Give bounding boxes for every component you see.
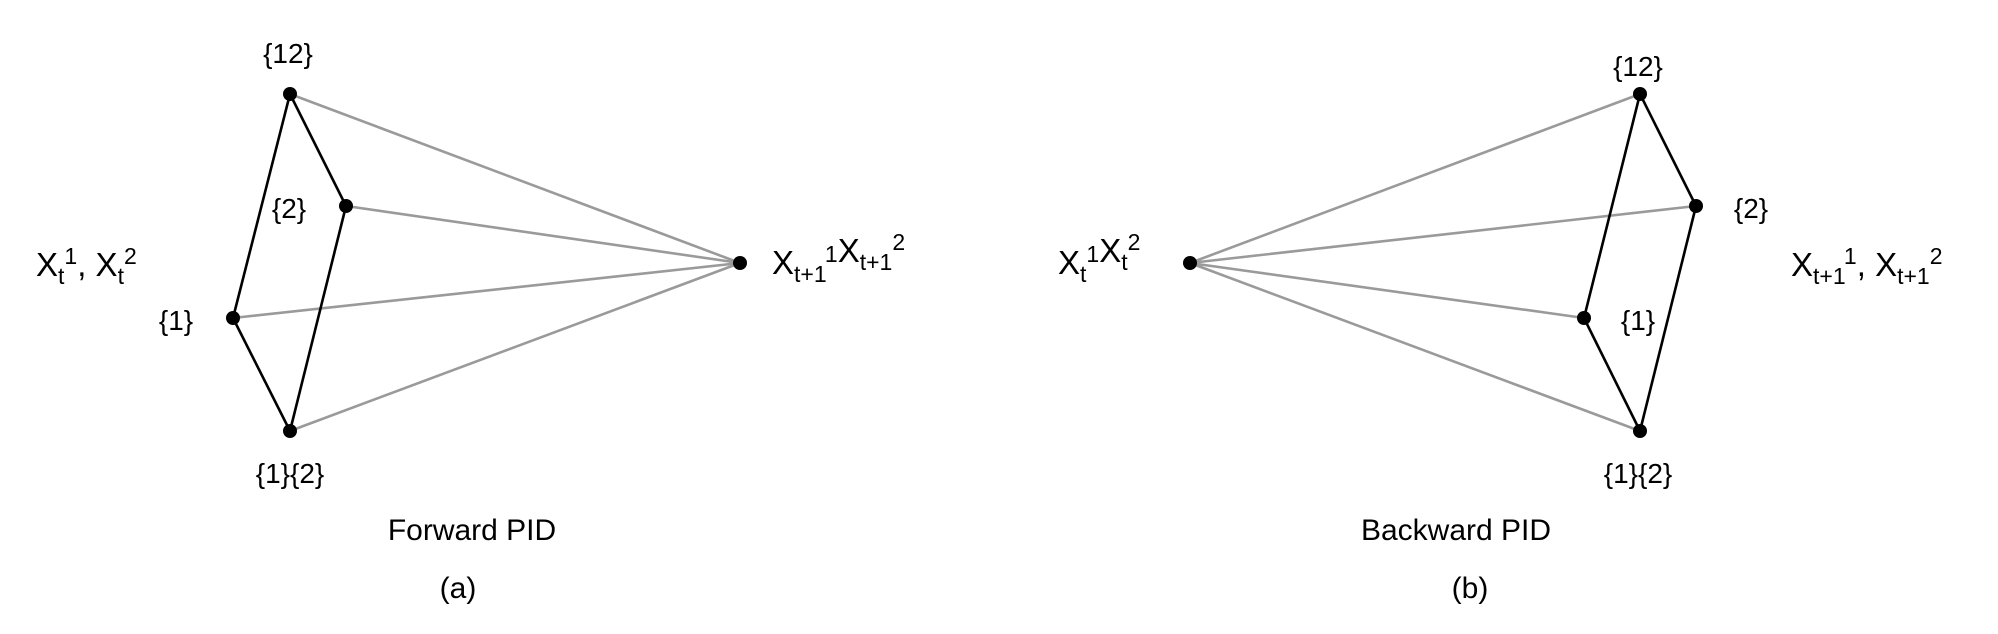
source-variables-label: Xt1Xt2 (1058, 229, 1140, 287)
node-label-1: {1} (159, 305, 193, 336)
lattice-edge-12-2 (1638, 93, 1698, 207)
lattice-node-12 (283, 87, 297, 101)
node-label-1-2: {1}{2} (1604, 458, 1673, 489)
panel-tag-a: (a) (440, 572, 477, 605)
lattice-node-1-2 (1633, 424, 1647, 438)
panel-backward: {12} {2} {1} {1}{2} Xt1Xt2 Xt+11, Xt+12 … (1058, 51, 1943, 605)
lattice-node-1 (1577, 311, 1591, 325)
node-label-12: {12} (1613, 51, 1663, 82)
lattice-edge-12-2 (288, 93, 348, 207)
lattice-edge-12-1 (1582, 93, 1642, 319)
lattice-edge-12-1 (231, 93, 292, 319)
flow-edge-2-to-target (345, 204, 741, 265)
flow-edge-source-to-1-2 (1189, 261, 1641, 433)
source-variables-label: Xt1, Xt2 (36, 243, 137, 289)
panel-forward: {12} {2} {1} {1}{2} Xt1, Xt2 Xt+11Xt+12 … (36, 38, 905, 605)
target-node (733, 256, 747, 270)
panel-caption-forward: Forward PID (388, 514, 556, 547)
node-label-2: {2} (272, 193, 306, 224)
node-label-1-2: {1}{2} (256, 458, 325, 489)
lattice-edge-2-1-2 (288, 205, 348, 432)
flow-edge-source-to-2 (1189, 204, 1697, 265)
lattice-node-1 (226, 311, 240, 325)
lattice-node-2 (1689, 199, 1703, 213)
source-node (1183, 256, 1197, 270)
flow-edge-source-to-1 (1189, 261, 1585, 320)
flow-edge-1-to-target (232, 261, 741, 320)
flow-edge-12-to-target (289, 92, 741, 265)
panel-tag-b: (b) (1452, 572, 1489, 605)
lattice-node-1-2 (283, 424, 297, 438)
target-variables-label: Xt+11Xt+12 (772, 229, 905, 287)
panel-caption-backward: Backward PID (1361, 514, 1551, 547)
lattice-edge-1-1-2 (231, 317, 292, 432)
node-label-1: {1} (1621, 305, 1655, 336)
flow-edge-source-to-12 (1189, 92, 1641, 265)
lattice-edge-1-1-2 (1582, 317, 1642, 432)
node-label-12: {12} (263, 38, 313, 69)
target-variables-label: Xt+11, Xt+12 (1791, 243, 1943, 289)
lattice-edge-2-1-2 (1638, 205, 1698, 432)
flow-edge-1-2-to-target (289, 261, 741, 433)
lattice-node-12 (1633, 87, 1647, 101)
node-label-2: {2} (1734, 193, 1768, 224)
lattice-node-2 (339, 199, 353, 213)
